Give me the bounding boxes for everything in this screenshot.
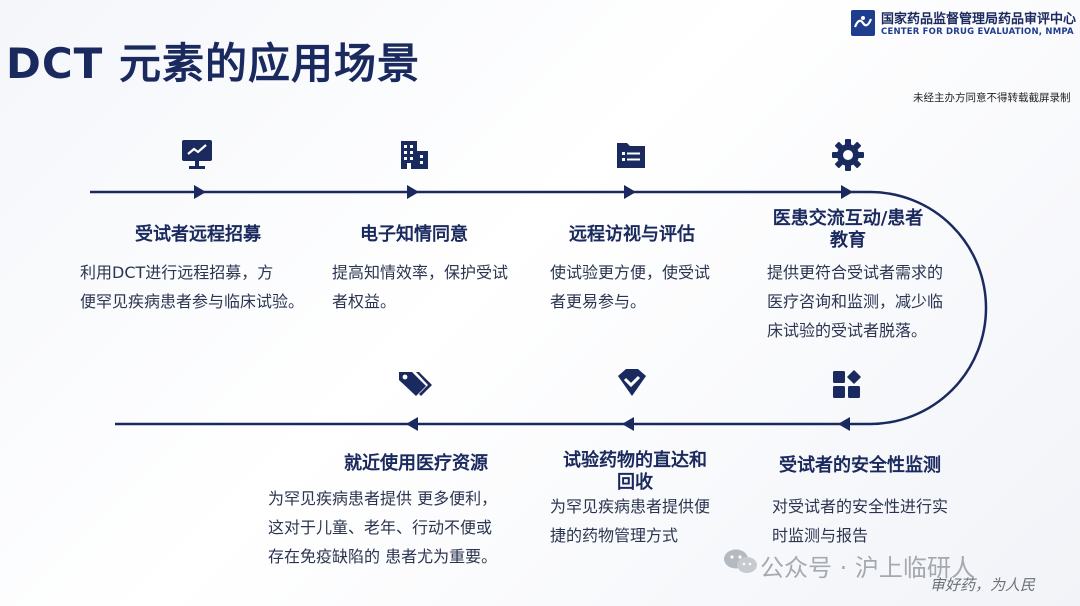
step-title-econsent: 电子知情同意 (360, 224, 468, 245)
file-list-icon (613, 137, 649, 173)
step-title-remote-visit: 远程访视与评估 (569, 224, 695, 245)
step-desc-remote-visit: 使试验更方便，使受试 者更易参与。 (550, 263, 711, 311)
arrow-marker (406, 417, 418, 431)
copyright-notice: 未经主办方同意不得转载截屏录制 (913, 92, 1071, 104)
watermark-slogan: 审好药，为人民 (930, 576, 1036, 594)
step-desc-remote-recruitment: 利用DCT进行远程招募，方 便罕见疾病患者参与临床试验。 (80, 263, 305, 311)
nmpa-logo (851, 10, 875, 36)
step-title-patient-education: 医患交流互动/患者 教育 (772, 208, 924, 251)
gear-icon (830, 137, 866, 173)
watermark-account: 公众号 · 沪上临研人 (760, 554, 975, 582)
arrow-marker (624, 185, 636, 199)
wechat-icon (722, 547, 760, 577)
apps-grid-icon (829, 366, 865, 402)
arrow-marker (838, 417, 850, 431)
org-name-cn: 国家药品监督管理局药品审评中心 (881, 12, 1077, 27)
arrow-marker (194, 185, 206, 199)
step-title-safety-monitoring: 受试者的安全性监测 (779, 455, 941, 476)
tags-icon (396, 366, 432, 402)
step-desc-patient-education: 提供更符合受试者需求的 医疗咨询和监测，减少临 床试验的受试者脱落。 (767, 263, 944, 340)
arrow-marker (622, 417, 634, 431)
step-title-drug-delivery: 试验药物的直达和 回收 (563, 450, 707, 493)
building-icon (396, 137, 432, 173)
step-desc-econsent: 提高知情效率，保护受试 者权益。 (332, 263, 509, 311)
arrow-marker (841, 185, 853, 199)
step-title-remote-recruitment: 受试者远程招募 (135, 224, 261, 245)
org-name-en: CENTER FOR DRUG EVALUATION, NMPA (881, 27, 1074, 37)
step-desc-nearby-resources: 为罕见疾病患者提供 更多便利， 这对于儿童、老年、行动不便或 存在免疫缺陷的 患… (268, 489, 498, 566)
arrow-marker (407, 185, 419, 199)
monitor-chart-icon (179, 137, 215, 173)
page-title: DCT 元素的应用场景 (6, 39, 420, 88)
step-desc-safety-monitoring: 对受试者的安全性进行实 时监测与报告 (772, 497, 949, 545)
step-desc-drug-delivery: 为罕见疾病患者提供便 捷的药物管理方式 (550, 497, 711, 545)
shield-check-icon (614, 366, 650, 402)
step-title-nearby-resources: 就近使用医疗资源 (344, 453, 488, 474)
